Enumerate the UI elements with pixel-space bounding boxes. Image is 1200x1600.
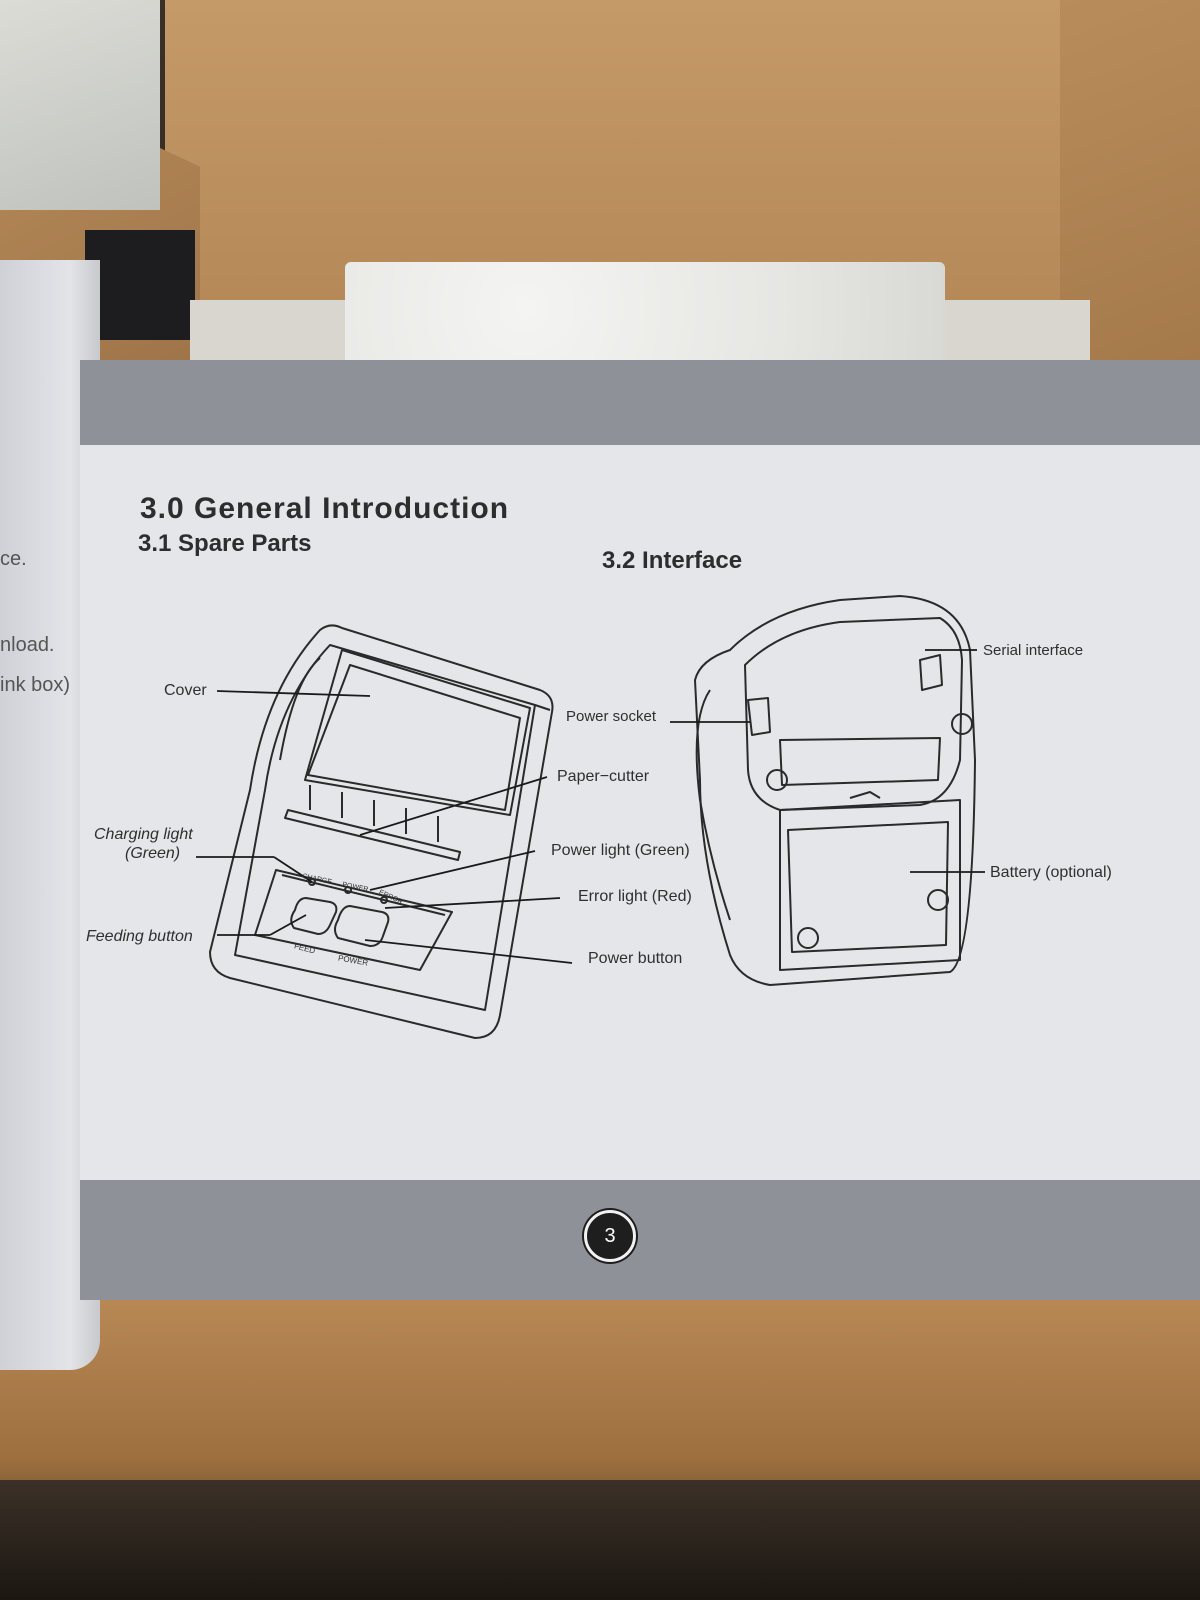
label-power-button: Power button <box>588 950 683 967</box>
left-page-text-3: ink box) <box>0 674 71 696</box>
label-power-socket: Power socket <box>566 708 657 725</box>
label-cover: Cover <box>164 682 207 699</box>
page-header-band <box>80 360 1200 445</box>
label-feeding-button: Feeding button <box>86 928 193 945</box>
printer-diagrams <box>196 595 985 1039</box>
papers-background <box>0 0 160 210</box>
page-number-badge: 3 <box>584 1210 636 1262</box>
page-footer-band <box>80 1180 1200 1300</box>
label-paper-cutter: Paper−cutter <box>557 768 650 785</box>
label-battery: Battery (optional) <box>990 864 1112 881</box>
left-page-text-1: ce. <box>0 548 27 570</box>
label-serial-interface: Serial interface <box>983 642 1084 659</box>
foam-padding <box>345 262 945 377</box>
manual-page: 3.0 General Introduction 3.1 Spare Parts… <box>80 360 1200 1300</box>
section-title-spare-parts: 3.1 Spare Parts <box>138 530 312 557</box>
section-title-interface: 3.2 Interface <box>602 547 743 574</box>
label-power-light: Power light (Green) <box>551 842 690 859</box>
label-error-light: Error light (Red) <box>578 888 692 905</box>
printer-back-drawing <box>694 595 976 986</box>
page-title: 3.0 General Introduction <box>140 492 510 525</box>
leader-lines <box>196 649 985 964</box>
left-page-text-2: nload. <box>0 634 55 656</box>
printer-front-drawing <box>209 624 554 1039</box>
keyboard-background <box>85 230 195 340</box>
label-charging-light-color: (Green) <box>125 845 181 862</box>
table-edge <box>0 1480 1200 1600</box>
label-charging-light: Charging light <box>94 826 193 843</box>
